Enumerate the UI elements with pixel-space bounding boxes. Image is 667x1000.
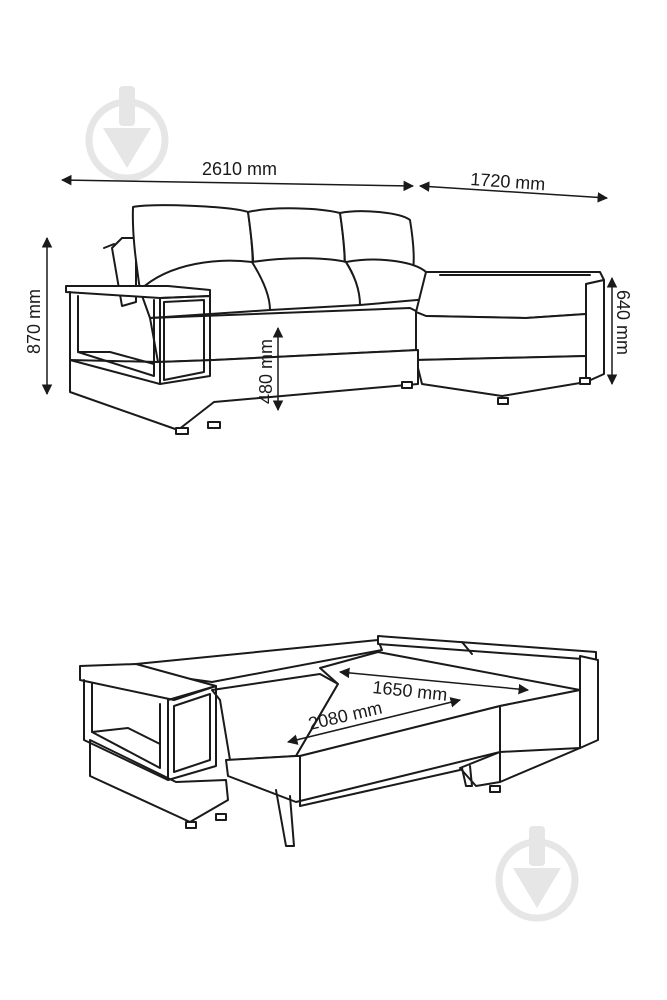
corner-shelf [377,635,597,661]
dim-line-bed-length [286,697,462,745]
foot-2 [207,421,221,429]
sofa-unfolded [79,635,599,847]
chaise-side [585,279,605,383]
main-base [69,349,419,431]
foot-3 [401,381,413,389]
bed-base-left [89,739,229,823]
watermark-top-icon [85,86,169,182]
bed-foot-1 [185,821,197,829]
dim-label-height: 870 mm [24,289,44,354]
dim-label-top-width: 2610 mm [202,159,277,179]
bed-foot-2 [215,813,227,821]
chaise-seat [415,311,587,361]
chaise-back-top [415,271,605,319]
sofa-assembled [65,204,605,435]
dim-label-seat-height: 480 mm [256,339,276,404]
chaise-base [415,355,587,397]
bed-foot-3 [489,785,501,793]
dim-line-top-width [60,174,415,192]
watermark-bottom-icon [495,826,579,922]
foot-1 [175,427,189,435]
foot-4 [497,397,509,405]
dim-line-bed-width [338,667,530,695]
dim-line-top-depth [418,181,609,203]
corner-side [579,655,599,749]
foot-5 [579,377,591,385]
dim-label-corner-height: 640 mm [613,290,633,355]
